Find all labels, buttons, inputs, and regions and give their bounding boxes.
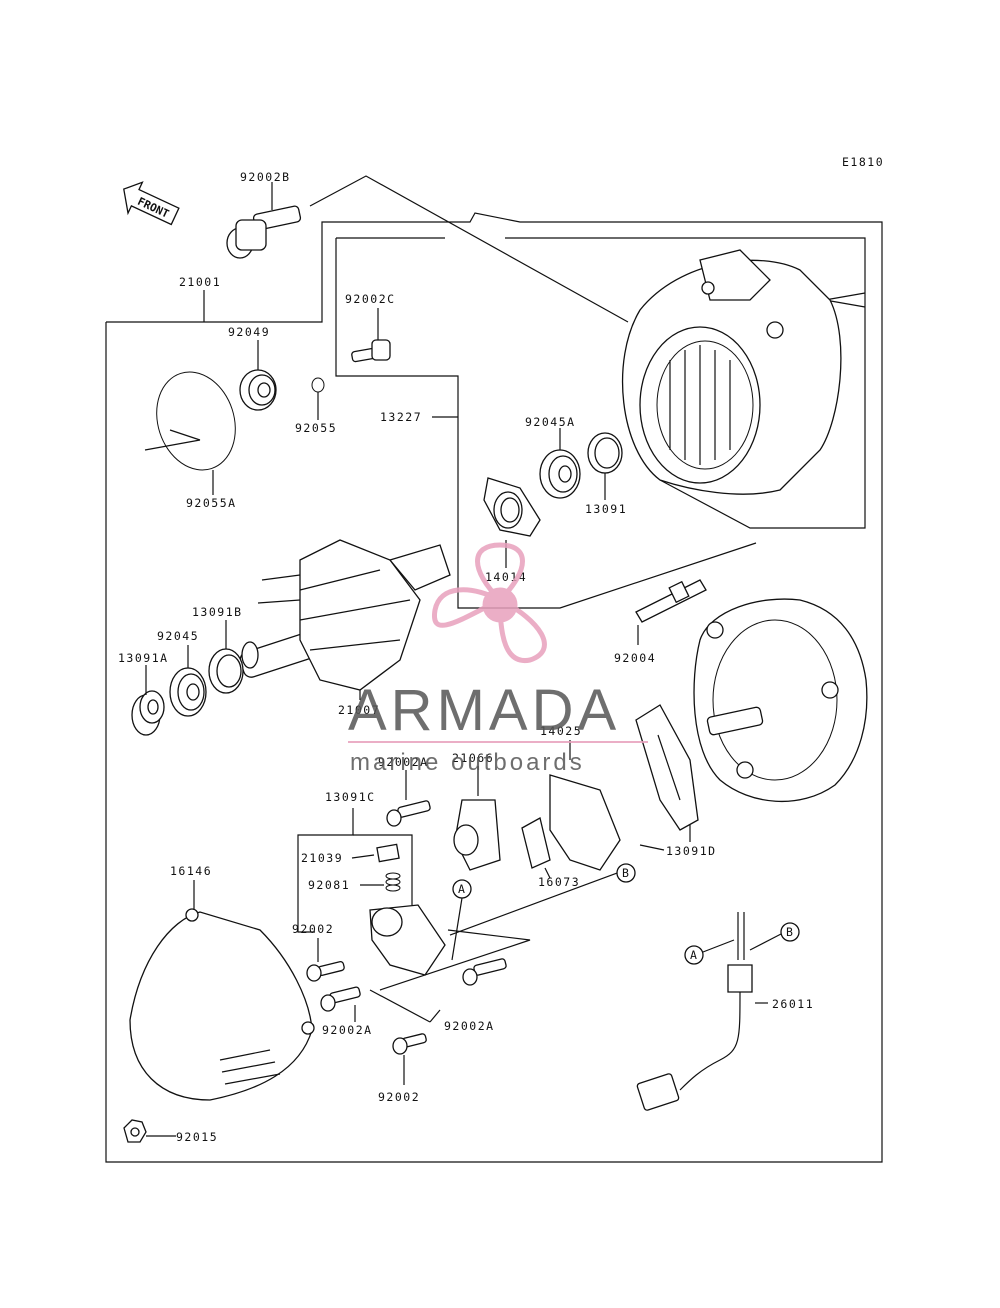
lead-wire-26011: A B [636, 912, 800, 1111]
part-21039: 21039 [301, 851, 343, 865]
part-92002a-2: 92002A [322, 1023, 373, 1037]
bolt-92002c [351, 308, 391, 363]
part-13227: 13227 [380, 410, 422, 424]
part-13091c: 13091C [325, 790, 376, 804]
part-92002a-1: 92002A [378, 755, 429, 769]
svg-text:A: A [690, 948, 698, 962]
bearing-92049 [239, 340, 277, 411]
part-92055: 92055 [295, 421, 337, 435]
part-13091a: 13091A [118, 651, 169, 665]
part-16146: 16146 [170, 864, 212, 878]
part-92002c: 92002C [345, 292, 396, 306]
brush-21039 [376, 843, 400, 863]
part-92002a-3: 92002A [444, 1019, 495, 1033]
callout-a: A [451, 879, 472, 961]
alternator-housing-front [621, 249, 842, 495]
part-26011: 26011 [772, 997, 814, 1011]
part-92045: 92045 [157, 629, 199, 643]
svg-text:A: A [458, 882, 466, 896]
stud-92004 [635, 579, 707, 645]
part-92004: 92004 [614, 651, 656, 665]
bolt-92002-bottom [392, 1033, 427, 1085]
bearing-92045a [539, 428, 581, 499]
oring-92055a [144, 371, 236, 495]
part-92002-1: 92002 [292, 922, 334, 936]
brand-name: ARMADA [348, 678, 620, 743]
bolt-92002b [226, 182, 302, 259]
part-21001: 21001 [179, 275, 221, 289]
callout-b: B [449, 863, 636, 936]
part-21066: 21066 [452, 751, 494, 765]
rotor-21007 [239, 539, 451, 700]
svg-text:B: B [786, 925, 794, 939]
armada-logo-watermark: ARMADA marine outboards [348, 542, 648, 776]
part-21007: 21007 [338, 703, 380, 717]
bolt-92002a-upper [386, 770, 431, 827]
rectifier-14025 [569, 704, 699, 831]
collar-13091a [131, 665, 165, 736]
part-13091b: 13091B [192, 605, 243, 619]
propeller-icon [431, 542, 547, 663]
seal-13091 [587, 432, 623, 500]
part-92049: 92049 [228, 325, 270, 339]
spring-92081 [385, 872, 401, 892]
bolt-92002a-left [320, 986, 361, 1022]
part-14025: 14025 [540, 724, 582, 738]
bearing-92045 [169, 645, 207, 717]
cover-16146 [129, 880, 315, 1101]
plate-14014 [483, 477, 541, 568]
part-92015: 92015 [176, 1130, 218, 1144]
alternator-housing-rear [693, 598, 868, 802]
oring-92055 [311, 377, 325, 420]
brand-tagline: marine outboards [350, 749, 585, 776]
part-13091: 13091 [585, 502, 627, 516]
regulator-21066 [453, 766, 621, 871]
frame-lines [105, 175, 883, 1163]
brush-holder [369, 904, 446, 976]
diagram-code: E1810 [842, 155, 884, 169]
bolt-92002-left [306, 938, 345, 982]
front-arrow-icon: FRONT [123, 181, 180, 226]
part-92081: 92081 [308, 878, 350, 892]
part-92045a: 92045A [525, 415, 576, 429]
part-92002-2: 92002 [378, 1090, 420, 1104]
part-92002b: 92002B [240, 170, 291, 184]
bolt-92002a-right [369, 958, 507, 1023]
part-16073: 16073 [538, 875, 580, 889]
part-13091d: 13091D [666, 844, 717, 858]
seal-13091b [208, 620, 244, 694]
nut-92015 [123, 1119, 176, 1143]
part-92055a: 92055A [186, 496, 237, 510]
brush-16073 [521, 817, 551, 879]
svg-text:B: B [622, 866, 630, 880]
